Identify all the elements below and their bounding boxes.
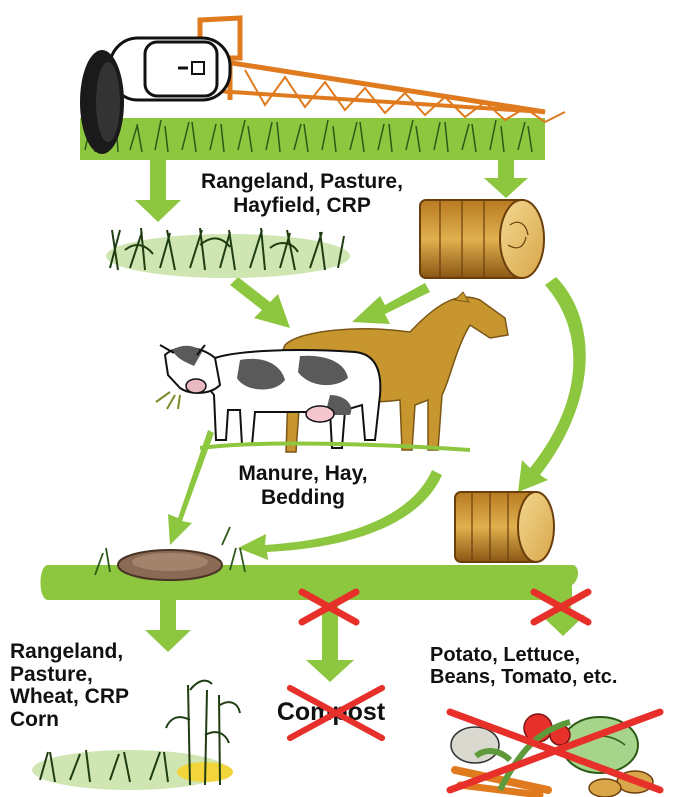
label-compost: Compost — [246, 698, 416, 726]
label-manure: Manure, Hay, Bedding — [218, 462, 388, 509]
hay-bale-icon — [455, 492, 554, 562]
label-vegetables: Potato, Lettuce, Beans, Tomato, etc. — [430, 644, 686, 689]
hay-bale-icon — [420, 200, 544, 278]
sprayer-icon — [80, 18, 565, 160]
label-sources: Rangeland, Pasture, Hayfield, CRP — [182, 170, 422, 217]
label-safe-uses: Rangeland, Pasture, Wheat, CRP Corn — [10, 641, 210, 732]
grass-icon — [106, 228, 350, 278]
